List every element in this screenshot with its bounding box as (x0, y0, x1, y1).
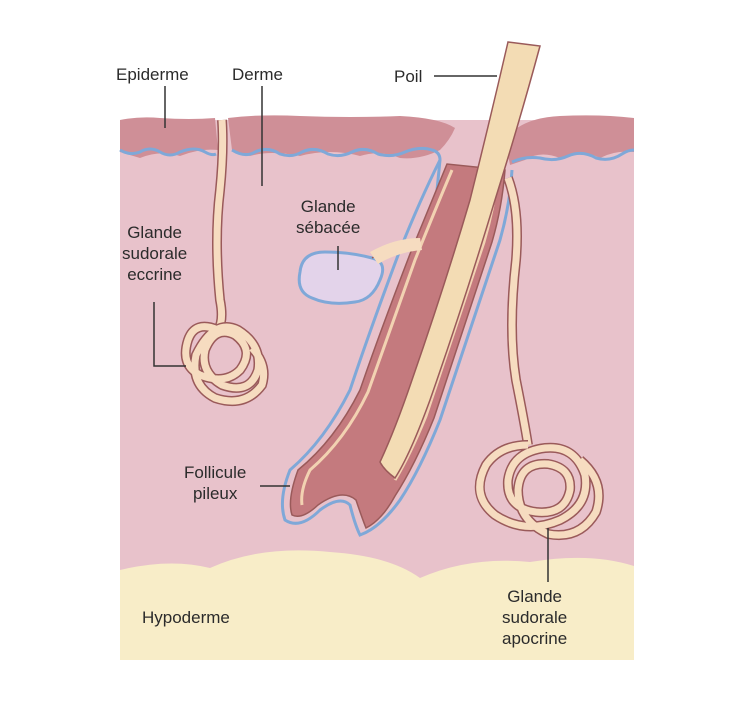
apocrine-coil (474, 440, 604, 540)
leader-lines (153, 75, 549, 582)
basement-membrane-right (511, 148, 635, 164)
label-hypodermis: Hypoderme (142, 608, 230, 627)
hair-shaft (379, 41, 541, 480)
label-follicle: Follicule pileux (184, 462, 246, 504)
label-sebaceous-line2: sébacée (296, 218, 361, 237)
label-follicle-line2: pileux (192, 484, 238, 503)
label-apocrine-line3: apocrine (502, 629, 568, 648)
label-follicle-line1: Follicule (184, 463, 247, 482)
label-eccrine-line1: Glande (127, 223, 183, 242)
eccrine-coil (180, 321, 269, 406)
apocrine-duct (504, 176, 532, 446)
label-hair: Poil (394, 67, 423, 86)
label-sebaceous: Glande sébacée (296, 196, 360, 238)
label-eccrine-line2: sudorale (122, 244, 188, 263)
hypodermis (120, 550, 634, 660)
sebaceous-gland (297, 250, 385, 305)
sebaceous-duct-fill (370, 238, 422, 264)
label-dermis: Derme (232, 65, 284, 84)
inner-root-sheath (300, 169, 454, 506)
label-eccrine: Glande sudorale eccrine (122, 222, 187, 285)
hair-follicle (289, 163, 506, 530)
label-epidermis: Epiderme (116, 65, 189, 84)
label-eccrine-line3: eccrine (127, 265, 183, 284)
label-sebaceous-line1: Glande (300, 197, 356, 216)
epidermis-right (505, 115, 634, 165)
epidermis-middle (228, 115, 455, 159)
eccrine-duct (213, 119, 227, 332)
basement-membrane-left (119, 147, 217, 157)
label-apocrine-line1: Glande (507, 587, 563, 606)
hair-follicle-sheath (280, 159, 514, 537)
leader-eccrine (153, 302, 186, 367)
label-apocrine: Glande sudorale apocrine (502, 586, 567, 649)
basement-membrane-middle (231, 146, 442, 254)
label-apocrine-line2: sudorale (502, 608, 568, 627)
